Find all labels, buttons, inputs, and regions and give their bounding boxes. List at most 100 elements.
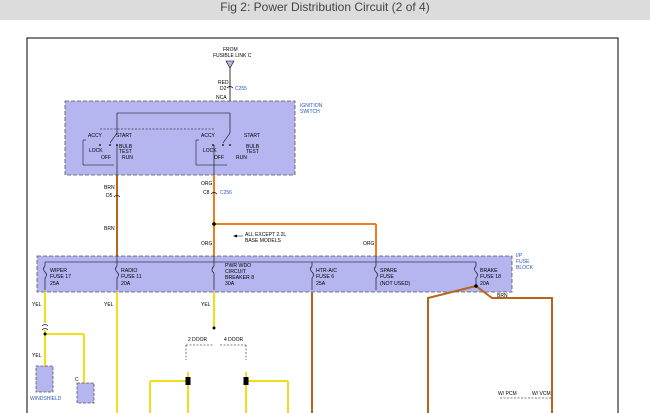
right-contact-2 (222, 144, 224, 146)
connector-c255-icon (226, 86, 234, 89)
note-arrow-icon (233, 234, 237, 238)
left-bulb: BULB (119, 144, 133, 150)
fuse-brake-icon (474, 262, 478, 286)
connector-c255: C255 (235, 86, 247, 92)
fuse-spare-line3: (NOT USED) (380, 281, 410, 287)
door-4-label: 4 DOOR (224, 337, 244, 343)
breaker-pwr-wdo-line2: CIRCUIT (225, 269, 247, 275)
door-4-splice (243, 377, 249, 385)
door-2-label: 2 DOOR (188, 337, 208, 343)
wiper-component (35, 365, 54, 393)
right-switch-blade (222, 132, 231, 144)
left-run: RUN (122, 155, 133, 161)
breaker-pwr-wdo-line4: 30A (225, 281, 235, 287)
fuse-spare-icon (374, 256, 378, 290)
connector-d5-icon (113, 195, 121, 198)
org-lower-label: ORG (201, 241, 213, 247)
source-wire-color: RED (218, 80, 229, 86)
left-contact-1 (99, 144, 101, 146)
wiper-splice (43, 332, 47, 336)
fuse-spare-line1: SPARE (380, 268, 398, 274)
yel-label-1: YEL (32, 302, 42, 308)
org-splice (212, 222, 216, 226)
left-bracket (82, 139, 114, 166)
right-contact-1 (212, 144, 214, 146)
ignition-switch-title-2: SWITCH (300, 109, 320, 115)
fuse-brake-line1: BRAKE (480, 268, 498, 274)
brn-lower-label: BRN (104, 226, 115, 232)
org-right-label: ORG (363, 241, 375, 247)
source-nca: NCA (216, 95, 227, 101)
note-line-1: ALL EXCEPT 2.2L (245, 232, 286, 238)
d5-label: D5 (106, 193, 113, 199)
connector-wiper-icon (41, 324, 49, 331)
brake-splice (474, 284, 478, 288)
left-start: START (116, 133, 132, 139)
fuse-htr-ac-icon (310, 262, 314, 290)
fuse-radio-line2: FUSE 11 (121, 274, 142, 280)
right-run: RUN (236, 155, 247, 161)
yel-label-3: YEL (104, 302, 114, 308)
fuse-radio-icon (115, 256, 119, 290)
windshield-label: WINDSHIELD (30, 396, 62, 402)
fuse-radio-line3: 20A (121, 281, 131, 287)
fuse-wiper-line2: FUSE 17 (50, 274, 71, 280)
right-bracket (195, 139, 227, 166)
fuse-brake-line2: FUSE 18 (480, 274, 501, 280)
pwr-wdo-splice (212, 326, 216, 330)
w-pcm-label: W/ PCM (498, 391, 517, 397)
brn-upper-label: BRN (104, 185, 115, 191)
door-2-splice (185, 377, 191, 385)
breaker-pwr-wdo-line3: BREAKER 8 (225, 275, 254, 281)
fuse-wiper-icon (43, 262, 47, 290)
breaker-pwr-wdo-line1: PWR WDO (225, 263, 251, 269)
fuse-htr-ac-line3: 25A (316, 281, 326, 287)
w-vcm-label: W/ VCM (532, 391, 551, 397)
fuse-block-box (36, 255, 513, 293)
left-accy: ACCY (88, 133, 103, 139)
breaker-pwr-wdo-icon (211, 256, 215, 290)
ignition-switch-box (64, 100, 296, 176)
right-bulb: BULB (246, 144, 260, 150)
fuse-brake-line3: 20A (480, 281, 490, 287)
brn-wire-brake-right (475, 285, 553, 413)
org-upper-label: ORG (201, 181, 213, 187)
left-off: OFF (101, 155, 111, 161)
right-start: START (244, 133, 260, 139)
yel-label-4: YEL (201, 302, 211, 308)
right-contact-3 (229, 144, 231, 146)
fuse-htr-ac-line1: HTR-A/C (316, 268, 337, 274)
c8-label: C8 (203, 190, 210, 196)
source-from-sub: FUSIBLE LINK C (213, 53, 252, 59)
title-bar: Fig 2: Power Distribution Circuit (2 of … (0, 0, 650, 20)
brn-wire-brake-left (427, 285, 477, 413)
source-arrow-icon (225, 60, 235, 69)
left-test: TEST (119, 149, 132, 155)
brn-brake-label: BRN (497, 293, 508, 299)
connector-c8-icon (210, 192, 218, 195)
source-from-label: FROM (223, 47, 238, 53)
fuse-spare-line2: FUSE (380, 274, 394, 280)
fuse-radio-line1: RADIO (121, 268, 137, 274)
right-off: OFF (214, 155, 224, 161)
fuse-htr-ac-line2: FUSE 6 (316, 274, 334, 280)
fuse-block-title-3: BLOCK (516, 265, 534, 271)
right-test: TEST (246, 149, 259, 155)
source-pin: D2 (220, 86, 227, 92)
left-lock: LOCK (89, 148, 103, 154)
right-accy: ACCY (201, 133, 216, 139)
left-switch-blade (109, 132, 118, 144)
fuse-wiper-line3: 25A (50, 281, 60, 287)
right-lock: LOCK (203, 148, 217, 154)
fuse-block-title-1: I/P (516, 253, 523, 259)
connector-c256: C256 (220, 190, 232, 196)
note-line-2: BASE MODELS (245, 238, 282, 244)
diagram-frame (26, 37, 619, 413)
c-label: C (75, 377, 79, 383)
page-title: Fig 2: Power Distribution Circuit (2 of … (220, 0, 430, 14)
ignition-switch-title-1: IGNITION (300, 103, 323, 109)
yel-label-2: YEL (32, 353, 42, 359)
left-contact-2 (109, 144, 111, 146)
washer-component (76, 382, 95, 404)
